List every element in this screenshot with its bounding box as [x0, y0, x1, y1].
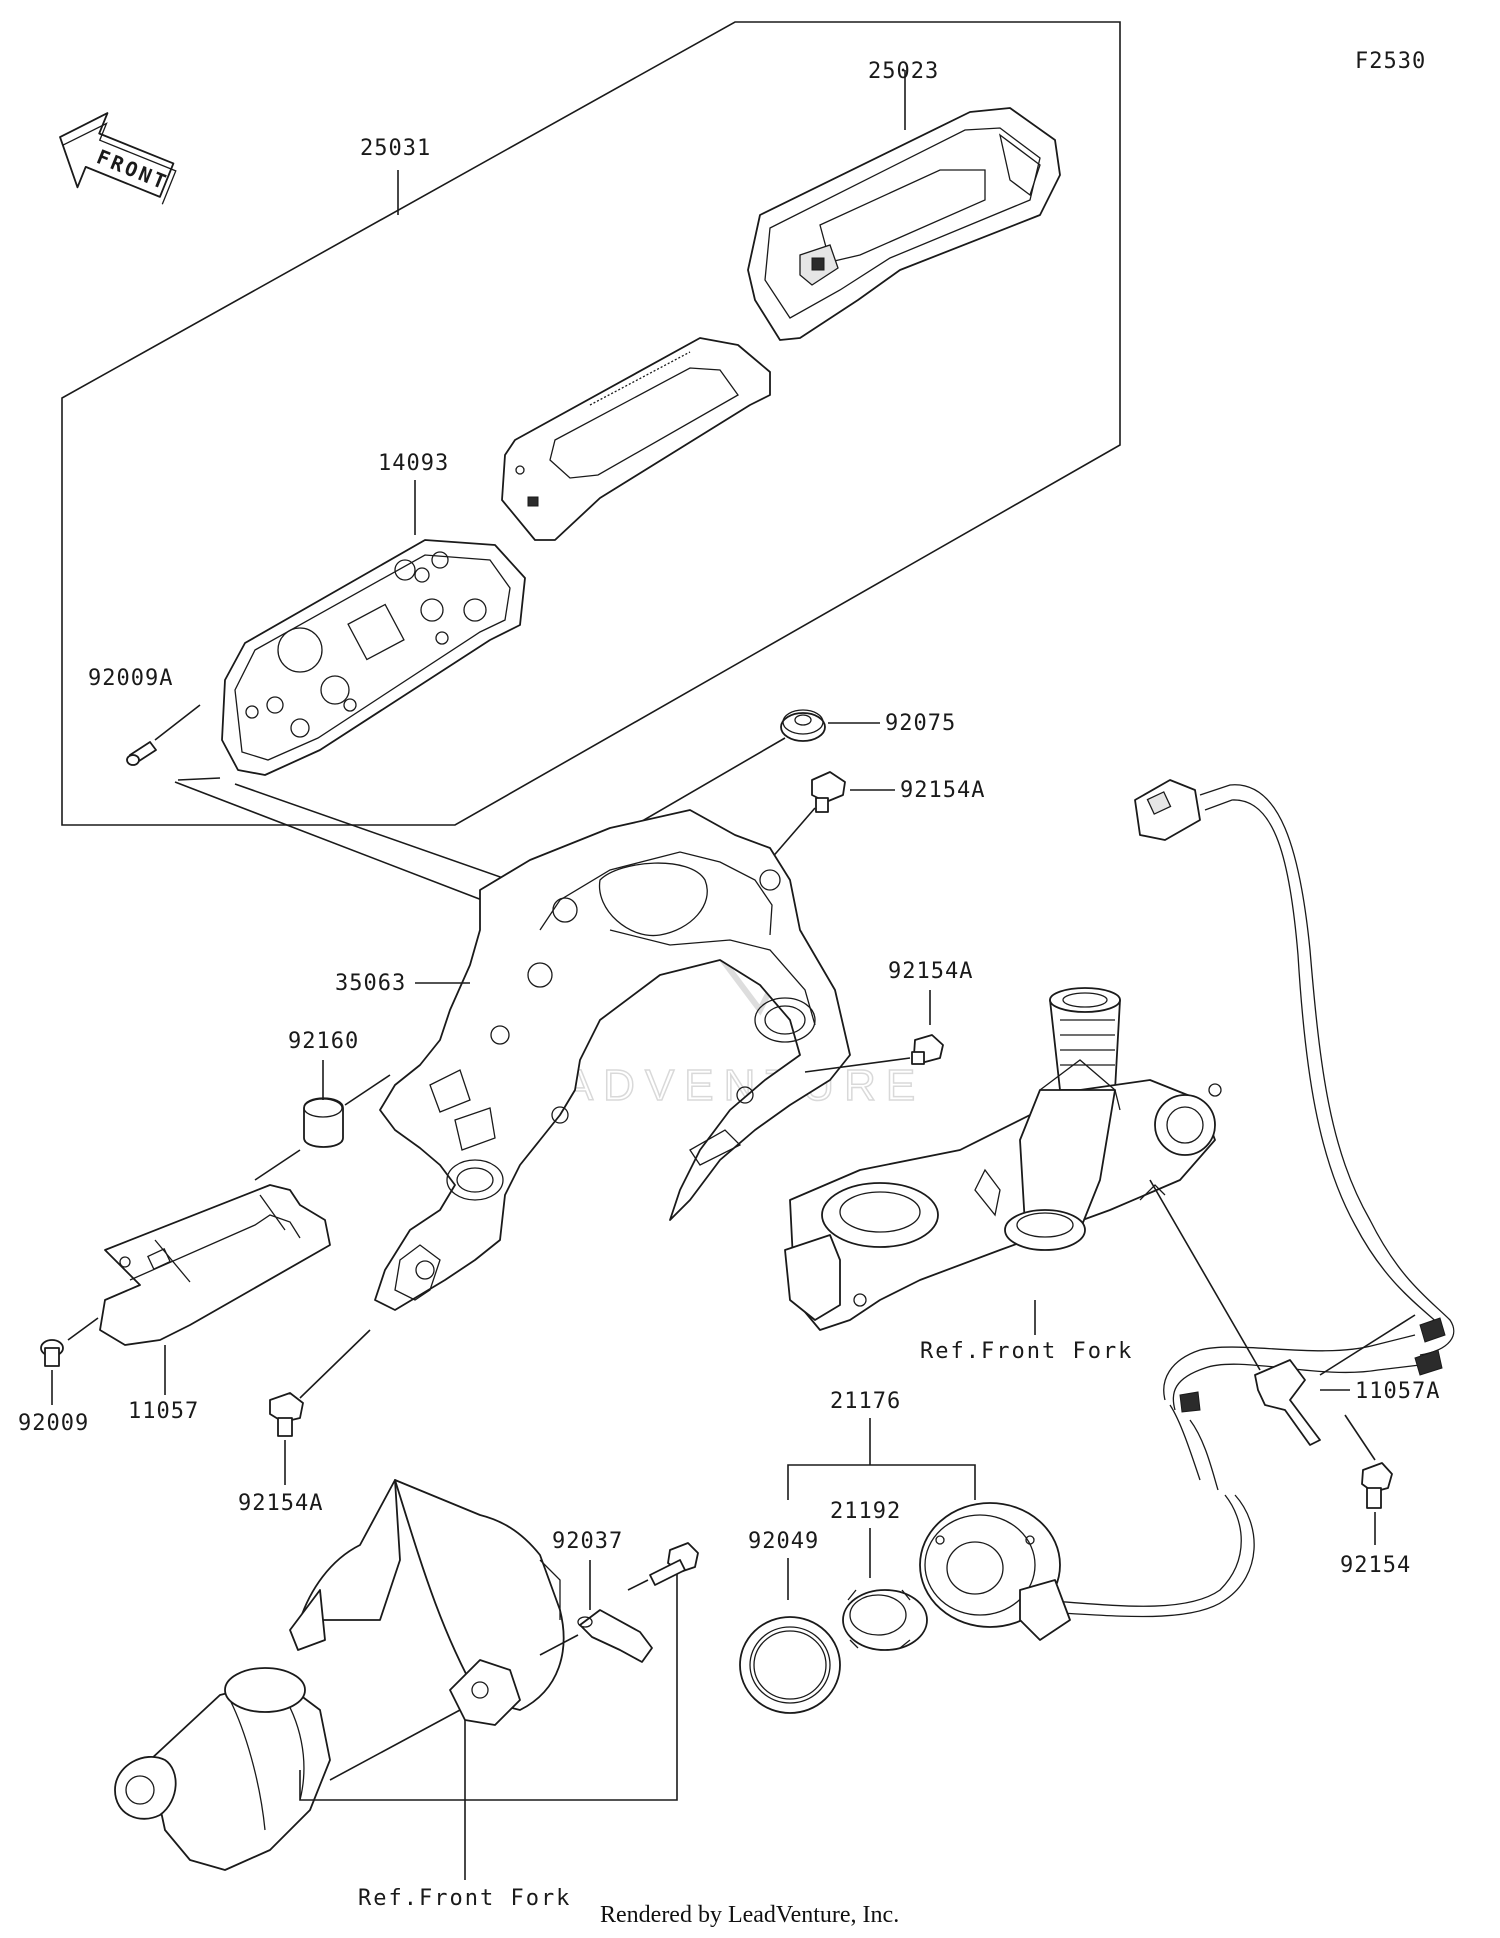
label-92154A-mid: 92154A: [888, 959, 973, 984]
speed-sensor-harness: [1039, 779, 1455, 1618]
bolt-92154A-top: [811, 771, 846, 813]
front-fork-lower: [114, 1479, 565, 1871]
label-92049: 92049: [748, 1529, 819, 1554]
figure-code: F2530: [1355, 49, 1426, 74]
label-ref-front-fork-right: Ref.Front Fork: [920, 1339, 1133, 1364]
label-92009A: 92009A: [88, 666, 173, 691]
steering-stem-triple-clamp: [784, 987, 1222, 1331]
label-35063: 35063: [335, 971, 406, 996]
bracket-11057: [99, 1184, 331, 1346]
screw-92009A: [126, 741, 157, 766]
label-21176: 21176: [830, 1389, 901, 1414]
grommet-92075: [780, 709, 826, 742]
speed-sensor-housing: [919, 1502, 1071, 1641]
label-92075: 92075: [885, 711, 956, 736]
credit-text: Rendered by LeadVenture, Inc.: [600, 1902, 899, 1928]
label-14093: 14093: [378, 451, 449, 476]
label-25023: 25023: [868, 59, 939, 84]
bolt-92154A-bottom: [269, 1392, 304, 1437]
group-bracket-21176: [787, 1464, 976, 1500]
label-92154A-top: 92154A: [900, 778, 985, 803]
front-direction-arrow-icon: FRONT: [59, 112, 177, 205]
label-11057: 11057: [128, 1399, 199, 1424]
lcd-panel: [501, 337, 771, 541]
meter-case-14093: [221, 539, 526, 776]
label-21192: 21192: [830, 1499, 901, 1524]
damper-92160: [303, 1097, 344, 1148]
clamp-92037: [577, 1609, 653, 1663]
bolt-clamp: [649, 1542, 699, 1586]
label-11057A: 11057A: [1355, 1379, 1440, 1404]
bolt-92154: [1361, 1462, 1393, 1509]
label-25031: 25031: [360, 136, 431, 161]
label-92037: 92037: [552, 1529, 623, 1554]
ring-nut-21192: [842, 1589, 928, 1651]
label-92160: 92160: [288, 1029, 359, 1054]
seal-92049: [739, 1616, 841, 1714]
label-92154A-bottom: 92154A: [238, 1491, 323, 1516]
meter-bracket-35063: [374, 809, 851, 1311]
label-ref-front-fork-bottom: Ref.Front Fork: [358, 1886, 571, 1911]
assembly-box-25031: [61, 21, 1121, 826]
bolt-92154A-mid: [911, 1034, 944, 1065]
screw-92009: [40, 1339, 64, 1367]
meter-cover-25023: [747, 107, 1061, 341]
label-92154: 92154: [1340, 1553, 1411, 1578]
label-92009: 92009: [18, 1411, 89, 1436]
